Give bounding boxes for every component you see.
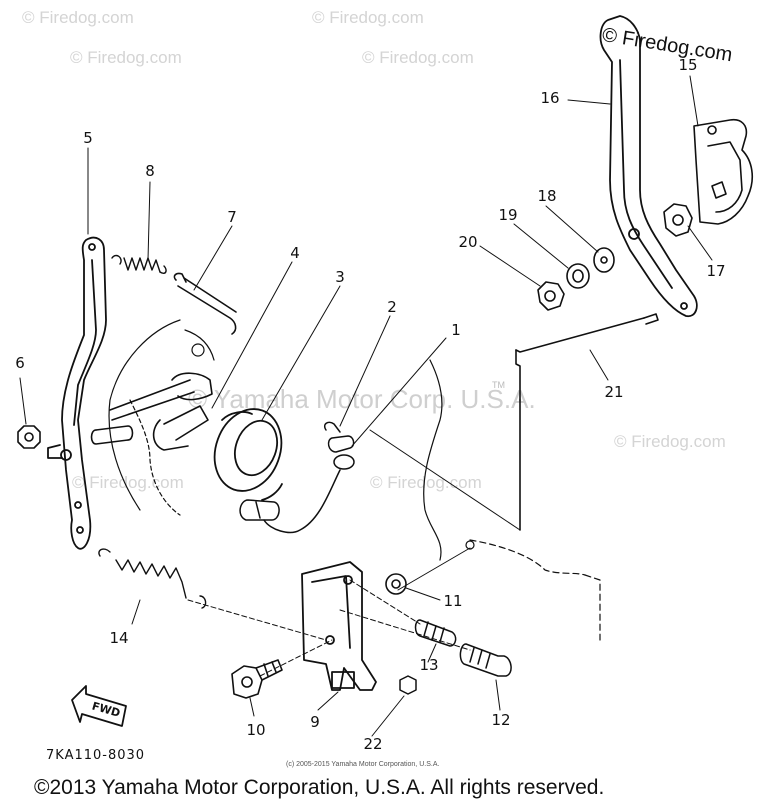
throttle-lever-5: [47, 236, 107, 550]
callout-15: 15: [678, 56, 698, 74]
callout-5: 5: [83, 129, 93, 147]
cam-shaft-4: [90, 372, 213, 451]
nut-19: [566, 263, 590, 289]
callout-8: 8: [145, 162, 155, 180]
watermark-right-mid: © Firedog.com: [614, 432, 726, 451]
watermark-left-low: © Firedog.com: [72, 473, 184, 492]
spring-8: [111, 254, 167, 275]
watermark-center: © Yamaha Motor Corp. U.S.A.: [188, 384, 536, 414]
footer-copyright: ©2013 Yamaha Motor Corporation, U.S.A. A…: [34, 776, 605, 799]
watermark-top-left: © Firedog.com: [22, 8, 134, 27]
callout-7: 7: [227, 208, 237, 226]
watermark-center-low: © Firedog.com: [370, 473, 482, 492]
bracket-15: [693, 118, 754, 225]
callout-21: 21: [604, 383, 624, 401]
callout-13: 13: [419, 656, 439, 674]
screw-12: [459, 643, 512, 677]
callout-20: 20: [458, 233, 478, 251]
washer-18: [593, 247, 615, 273]
callout-2: 2: [387, 298, 397, 316]
bolt-10: [231, 659, 283, 699]
watermark-upper-center: © Firedog.com: [362, 48, 474, 67]
diagram-code: 7KA110-8030: [46, 748, 146, 763]
link-rod-7: [173, 272, 237, 335]
return-spring-14: [98, 548, 207, 609]
callout-10: 10: [246, 721, 266, 739]
washer-17: [663, 203, 693, 237]
collar-11: [385, 573, 407, 595]
callout-4: 4: [290, 244, 300, 262]
callout-18: 18: [537, 187, 557, 205]
callout-16: 16: [540, 89, 560, 107]
callout-17: 17: [706, 262, 726, 280]
callout-11: 11: [443, 592, 463, 610]
screw-22: [399, 675, 417, 695]
nut-20: [537, 281, 565, 311]
watermark-top-center: © Firedog.com: [312, 8, 424, 27]
cable-and-grommet-2: [239, 421, 355, 534]
mounting-bracket-9: [301, 561, 377, 691]
callout-22: 22: [363, 735, 383, 753]
callout-14: 14: [109, 629, 129, 647]
small-copyright: (c) 2005-2015 Yamaha Motor Corporation, …: [286, 761, 440, 768]
leader-lines: [19, 75, 713, 737]
callout-12: 12: [491, 711, 511, 729]
nut-6: [17, 425, 41, 449]
trademark-mark: TM: [492, 380, 505, 390]
control-lever-16: [599, 15, 698, 318]
engine-block-outline: [108, 319, 601, 641]
fwd-arrow: [71, 685, 127, 727]
callout-1: 1: [451, 321, 461, 339]
callout-6: 6: [15, 354, 25, 372]
callout-3: 3: [335, 268, 345, 286]
link-wire-21: [369, 313, 659, 531]
callout-9: 9: [310, 713, 320, 731]
throttle-cam-3: [213, 408, 283, 501]
callout-19: 19: [498, 206, 518, 224]
watermark-upper-left: © Firedog.com: [70, 48, 182, 67]
screw-13: [414, 619, 457, 647]
